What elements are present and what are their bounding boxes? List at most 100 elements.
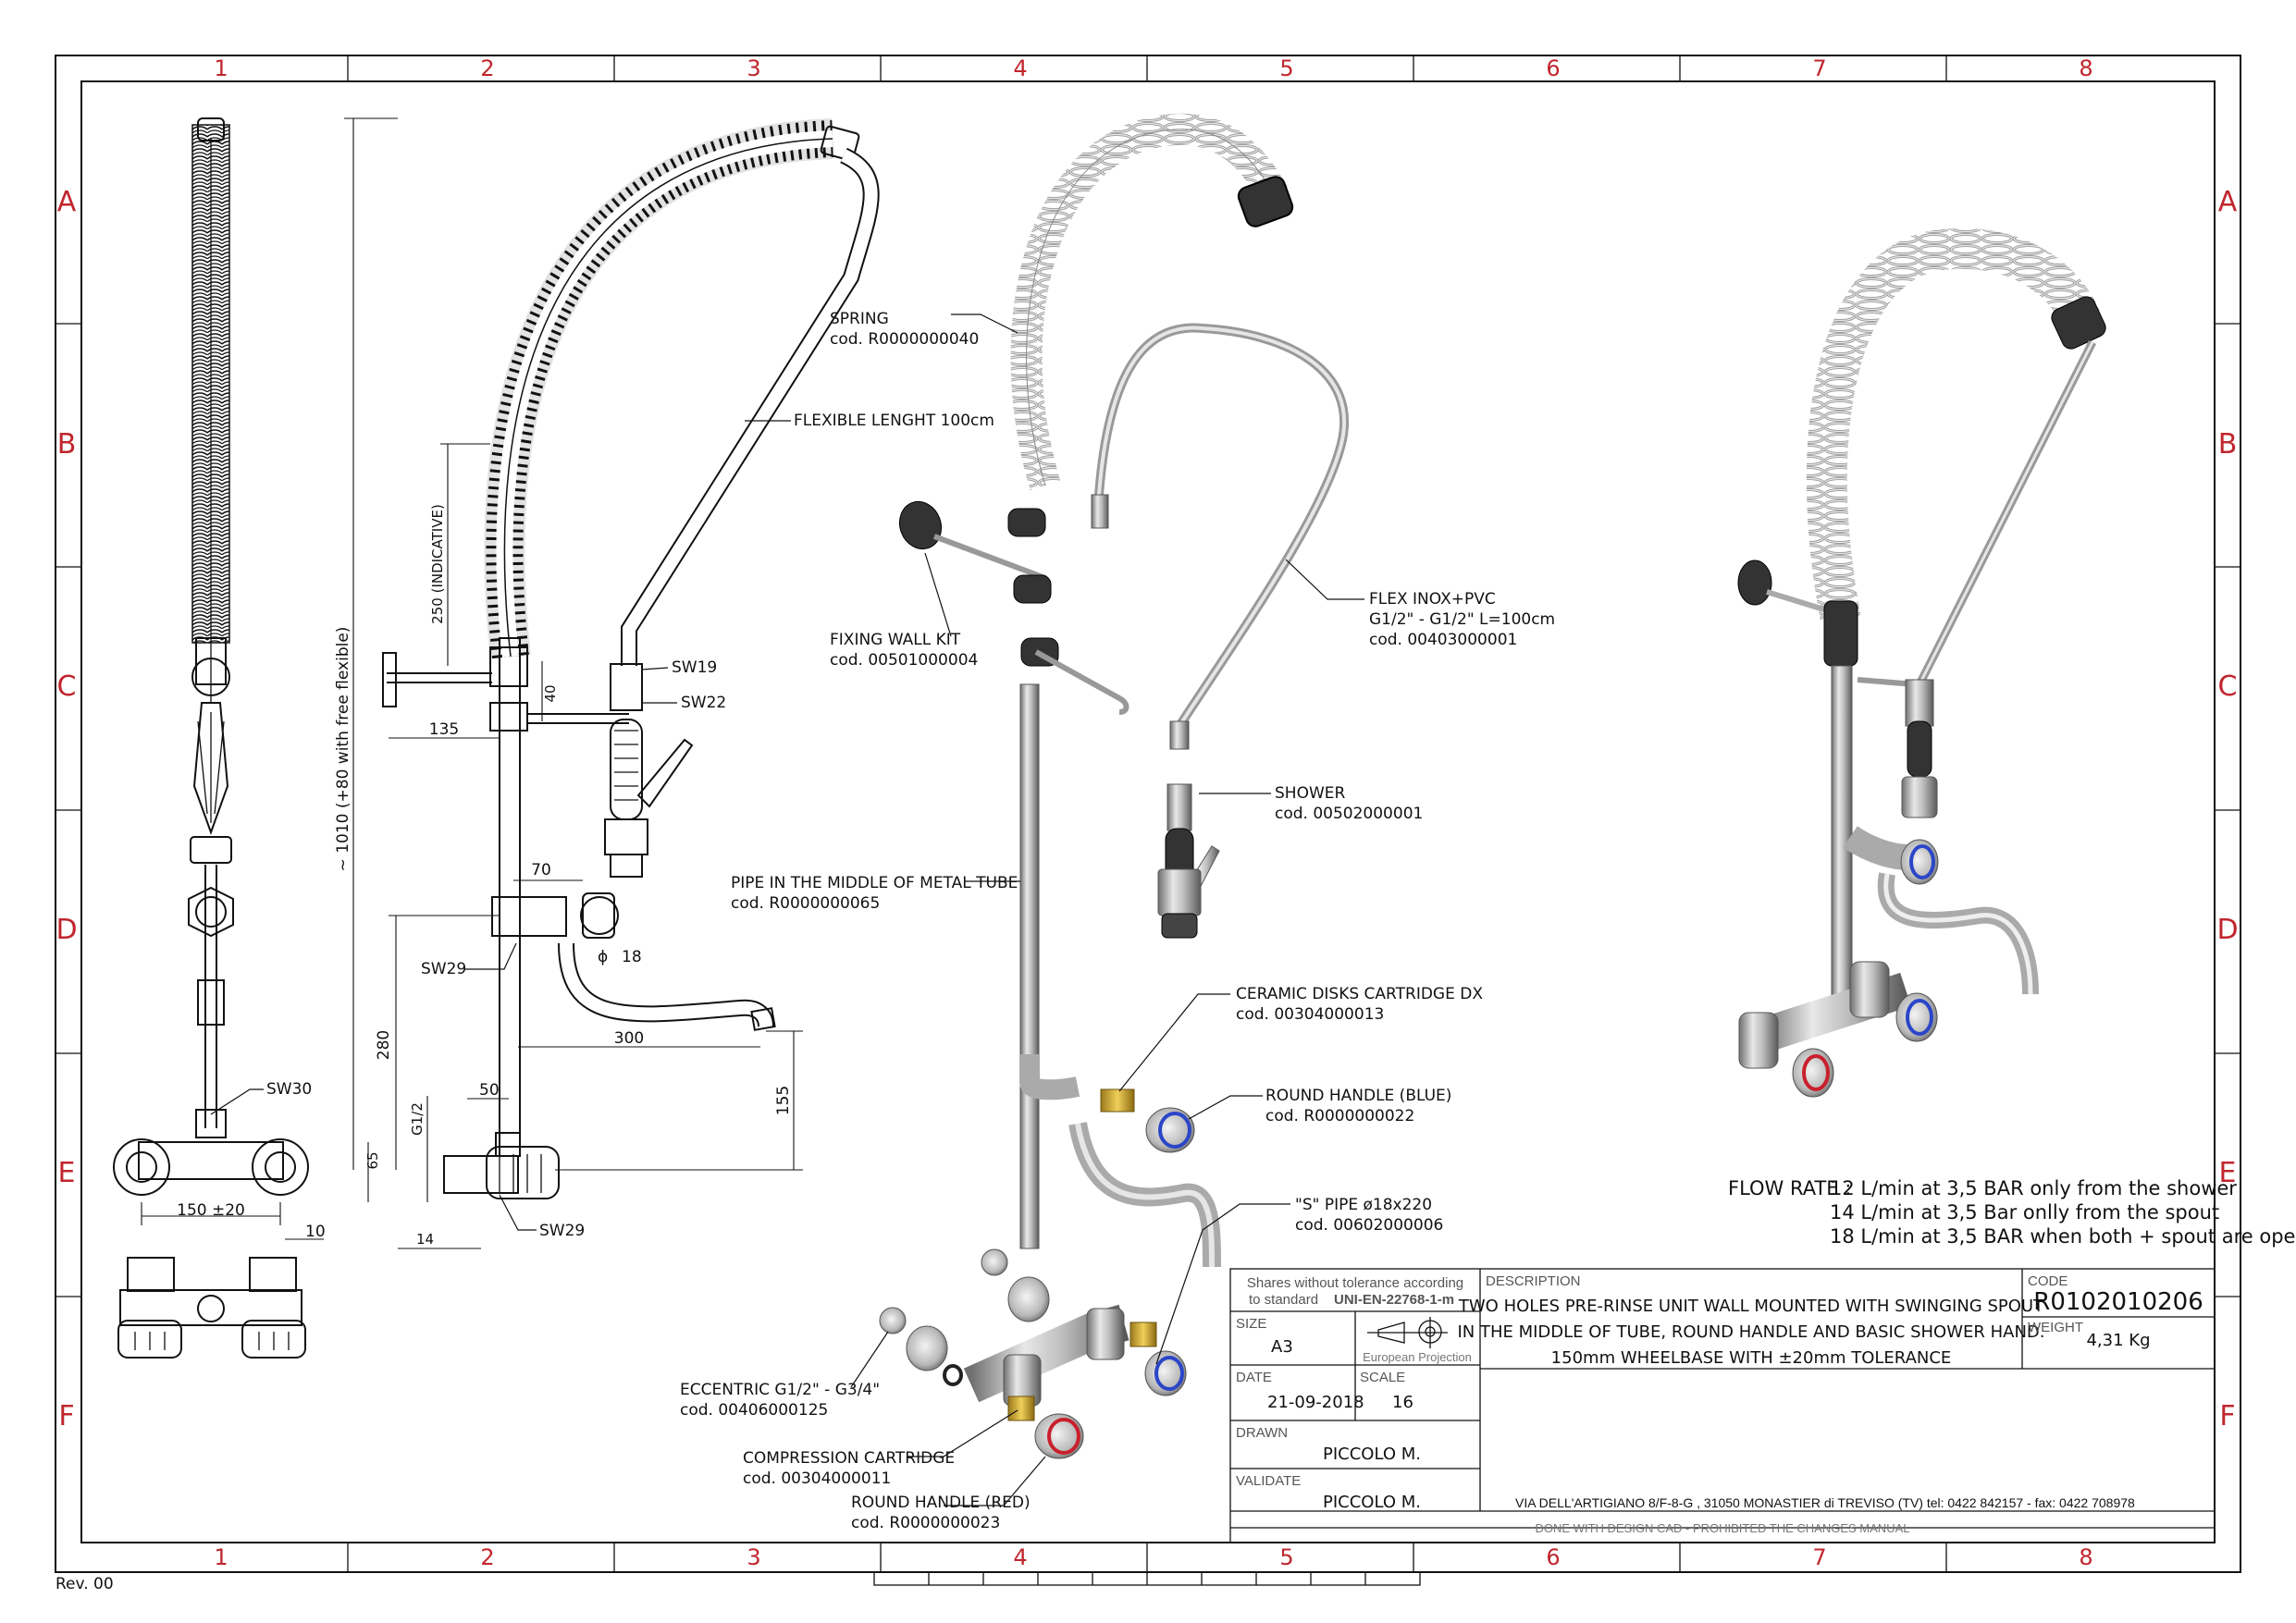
label-sw22: SW22	[681, 694, 726, 712]
part-ceramic-code: cod. 00304000013	[1236, 1005, 1384, 1024]
part-eccentric-name: ECCENTRIC G1/2" - G3/4"	[680, 1381, 880, 1399]
dim-155: 155	[774, 1086, 793, 1115]
part-compression-name: COMPRESSION CARTRIDGE	[743, 1449, 955, 1468]
grid-col-5-bottom: 5	[1279, 1544, 1293, 1570]
assembled-view	[1737, 227, 2106, 1098]
grid-row-f-right: F	[2219, 1400, 2235, 1432]
grid-col-8-bottom: 8	[2079, 1544, 2092, 1570]
part-spring-name: SPRING	[830, 310, 889, 328]
size-value: A3	[1271, 1337, 1293, 1357]
grid-row-a-left: A	[57, 186, 77, 218]
dim-300: 300	[614, 1029, 644, 1048]
dim-70: 70	[531, 861, 551, 879]
side-view: ~ 1010 (+80 with free flexible) 250 (IND…	[334, 117, 994, 1249]
grid-col-6-bottom: 6	[1546, 1544, 1560, 1570]
date-caption: DATE	[1236, 1370, 1272, 1385]
grid-row-c-left: C	[57, 670, 77, 703]
dim-14: 14	[416, 1231, 434, 1248]
validate-caption: VALIDATE	[1236, 1473, 1301, 1489]
label-sw19: SW19	[672, 658, 717, 677]
title-block: Shares without tolerance according to st…	[1229, 1268, 2216, 1543]
dim-wheelbase: 150 ±20	[177, 1201, 245, 1220]
dim-10: 10	[305, 1223, 326, 1241]
company-address: VIA DELL'ARTIGIANO 8/F-8-G , 31050 MONAS…	[1515, 1495, 2135, 1510]
revision-label: Rev. 00	[56, 1575, 114, 1593]
grid-col-4-bottom: 4	[1013, 1544, 1027, 1570]
description-caption: DESCRIPTION	[1486, 1273, 1581, 1289]
grid-col-5-top: 5	[1279, 55, 1293, 81]
dim-40: 40	[542, 684, 559, 702]
bottom-scale-boxes	[873, 1571, 1421, 1586]
grid-row-d-right: D	[2216, 914, 2238, 946]
grid-row-b-left: B	[57, 428, 77, 461]
weight-caption: WEIGHT	[2028, 1320, 2083, 1335]
grid-row-b-right: B	[2218, 428, 2238, 461]
grid-col-1-bottom: 1	[214, 1544, 228, 1570]
date-value: 21-09-2018	[1267, 1393, 1364, 1412]
label-flexible-length: FLEXIBLE LENGHT 100cm	[794, 412, 994, 430]
weight-value: 4,31 Kg	[2086, 1331, 2150, 1350]
dim-18: 18	[622, 948, 642, 966]
dim-65: 65	[364, 1151, 381, 1169]
dim-135: 135	[429, 720, 459, 739]
part-compression-code: cod. 00304000011	[743, 1469, 891, 1488]
grid-row-f-left: F	[58, 1400, 74, 1432]
part-fixing-name: FIXING WALL KIT	[830, 631, 961, 649]
projection-caption: European Projection	[1363, 1350, 1472, 1364]
front-view: 150 ±20 10 SW30	[113, 117, 326, 1359]
drawn-caption: DRAWN	[1236, 1425, 1288, 1441]
flow-rate-line-1: 12 L/min at 3,5 BAR only from the shower	[1830, 1177, 2237, 1199]
scale-value: 16	[1392, 1393, 1413, 1412]
grid-col-7-top: 7	[1812, 55, 1826, 81]
grid-col-2-bottom: 2	[480, 1544, 494, 1570]
flow-rate-label: FLOW RATE :	[1728, 1177, 1851, 1199]
description-line-1: TWO HOLES PRE-RINSE UNIT WALL MOUNTED WI…	[1458, 1297, 2044, 1316]
dim-g12: G1/2	[409, 1102, 426, 1136]
grid-col-7-bottom: 7	[1812, 1544, 1826, 1570]
description-line-3: 150mm WHEELBASE WITH ±20mm TOLERANCE	[1551, 1348, 1952, 1368]
grid-row-a-right: A	[2218, 186, 2238, 218]
description-line-2: IN THE MIDDLE OF TUBE, ROUND HANDLE AND …	[1457, 1322, 2044, 1342]
tolerance-note-2: to standard	[1249, 1292, 1318, 1308]
dim-phi: ϕ	[598, 948, 608, 966]
label-sw29-upper: SW29	[421, 960, 466, 978]
grid-row-e-right: E	[2219, 1157, 2237, 1189]
part-flex-spec: G1/2" - G1/2" L=100cm	[1369, 610, 1555, 629]
part-fixing-code: cod. 00501000004	[830, 651, 978, 670]
part-blue-handle-name: ROUND HANDLE (BLUE)	[1265, 1087, 1451, 1105]
flow-rate-line-3: 18 L/min at 3,5 BAR when both + spout ar…	[1830, 1225, 2296, 1248]
grid-col-1-top: 1	[214, 55, 228, 81]
label-sw30: SW30	[266, 1080, 312, 1099]
grid-col-8-top: 8	[2079, 55, 2092, 81]
part-flex-code: cod. 00403000001	[1369, 631, 1517, 649]
scale-caption: SCALE	[1360, 1370, 1405, 1385]
part-red-handle-code: cod. R0000000023	[851, 1514, 1000, 1532]
dim-280: 280	[375, 1030, 393, 1060]
part-blue-handle-code: cod. R0000000022	[1265, 1107, 1414, 1125]
grid-row-e-left: E	[58, 1157, 76, 1189]
tolerance-standard: UNI-EN-22768-1-m	[1334, 1292, 1454, 1308]
tolerance-note-1: Shares without tolerance according	[1247, 1275, 1463, 1291]
code-caption: CODE	[2028, 1273, 2068, 1289]
validate-value: PICCOLO M.	[1323, 1493, 1421, 1512]
part-pipe-code: cod. R0000000065	[731, 894, 880, 913]
label-sw29-lower: SW29	[539, 1222, 585, 1240]
size-caption: SIZE	[1236, 1316, 1266, 1332]
flow-rate-line-2: 14 L/min at 3,5 Bar onlly from the spout	[1830, 1201, 2219, 1223]
part-shower-name: SHOWER	[1275, 784, 1346, 803]
grid-col-4-top: 4	[1013, 55, 1027, 81]
grid-col-2-top: 2	[480, 55, 494, 81]
part-red-handle-name: ROUND HANDLE (RED)	[851, 1494, 1031, 1512]
part-s-pipe-name: "S" PIPE ø18x220	[1295, 1196, 1432, 1214]
part-eccentric-code: cod. 00406000125	[680, 1401, 828, 1420]
flow-rate-note: FLOW RATE : 12 L/min at 3,5 BAR only fro…	[1728, 1177, 2296, 1248]
grid-row-c-right: C	[2218, 670, 2238, 703]
part-spring-code: cod. R0000000040	[830, 330, 979, 349]
part-pipe-name: PIPE IN THE MIDDLE OF METAL TUBE	[731, 874, 1018, 892]
part-ceramic-name: CERAMIC DISKS CARTRIDGE DX	[1236, 985, 1483, 1003]
part-flex-name: FLEX INOX+PVC	[1369, 590, 1496, 609]
drawn-value: PICCOLO M.	[1323, 1445, 1421, 1464]
dim-50: 50	[479, 1081, 500, 1100]
sheet-footer-note: DONE WITH DESIGN CAD - PROHIBITED THE CH…	[1536, 1521, 1910, 1535]
